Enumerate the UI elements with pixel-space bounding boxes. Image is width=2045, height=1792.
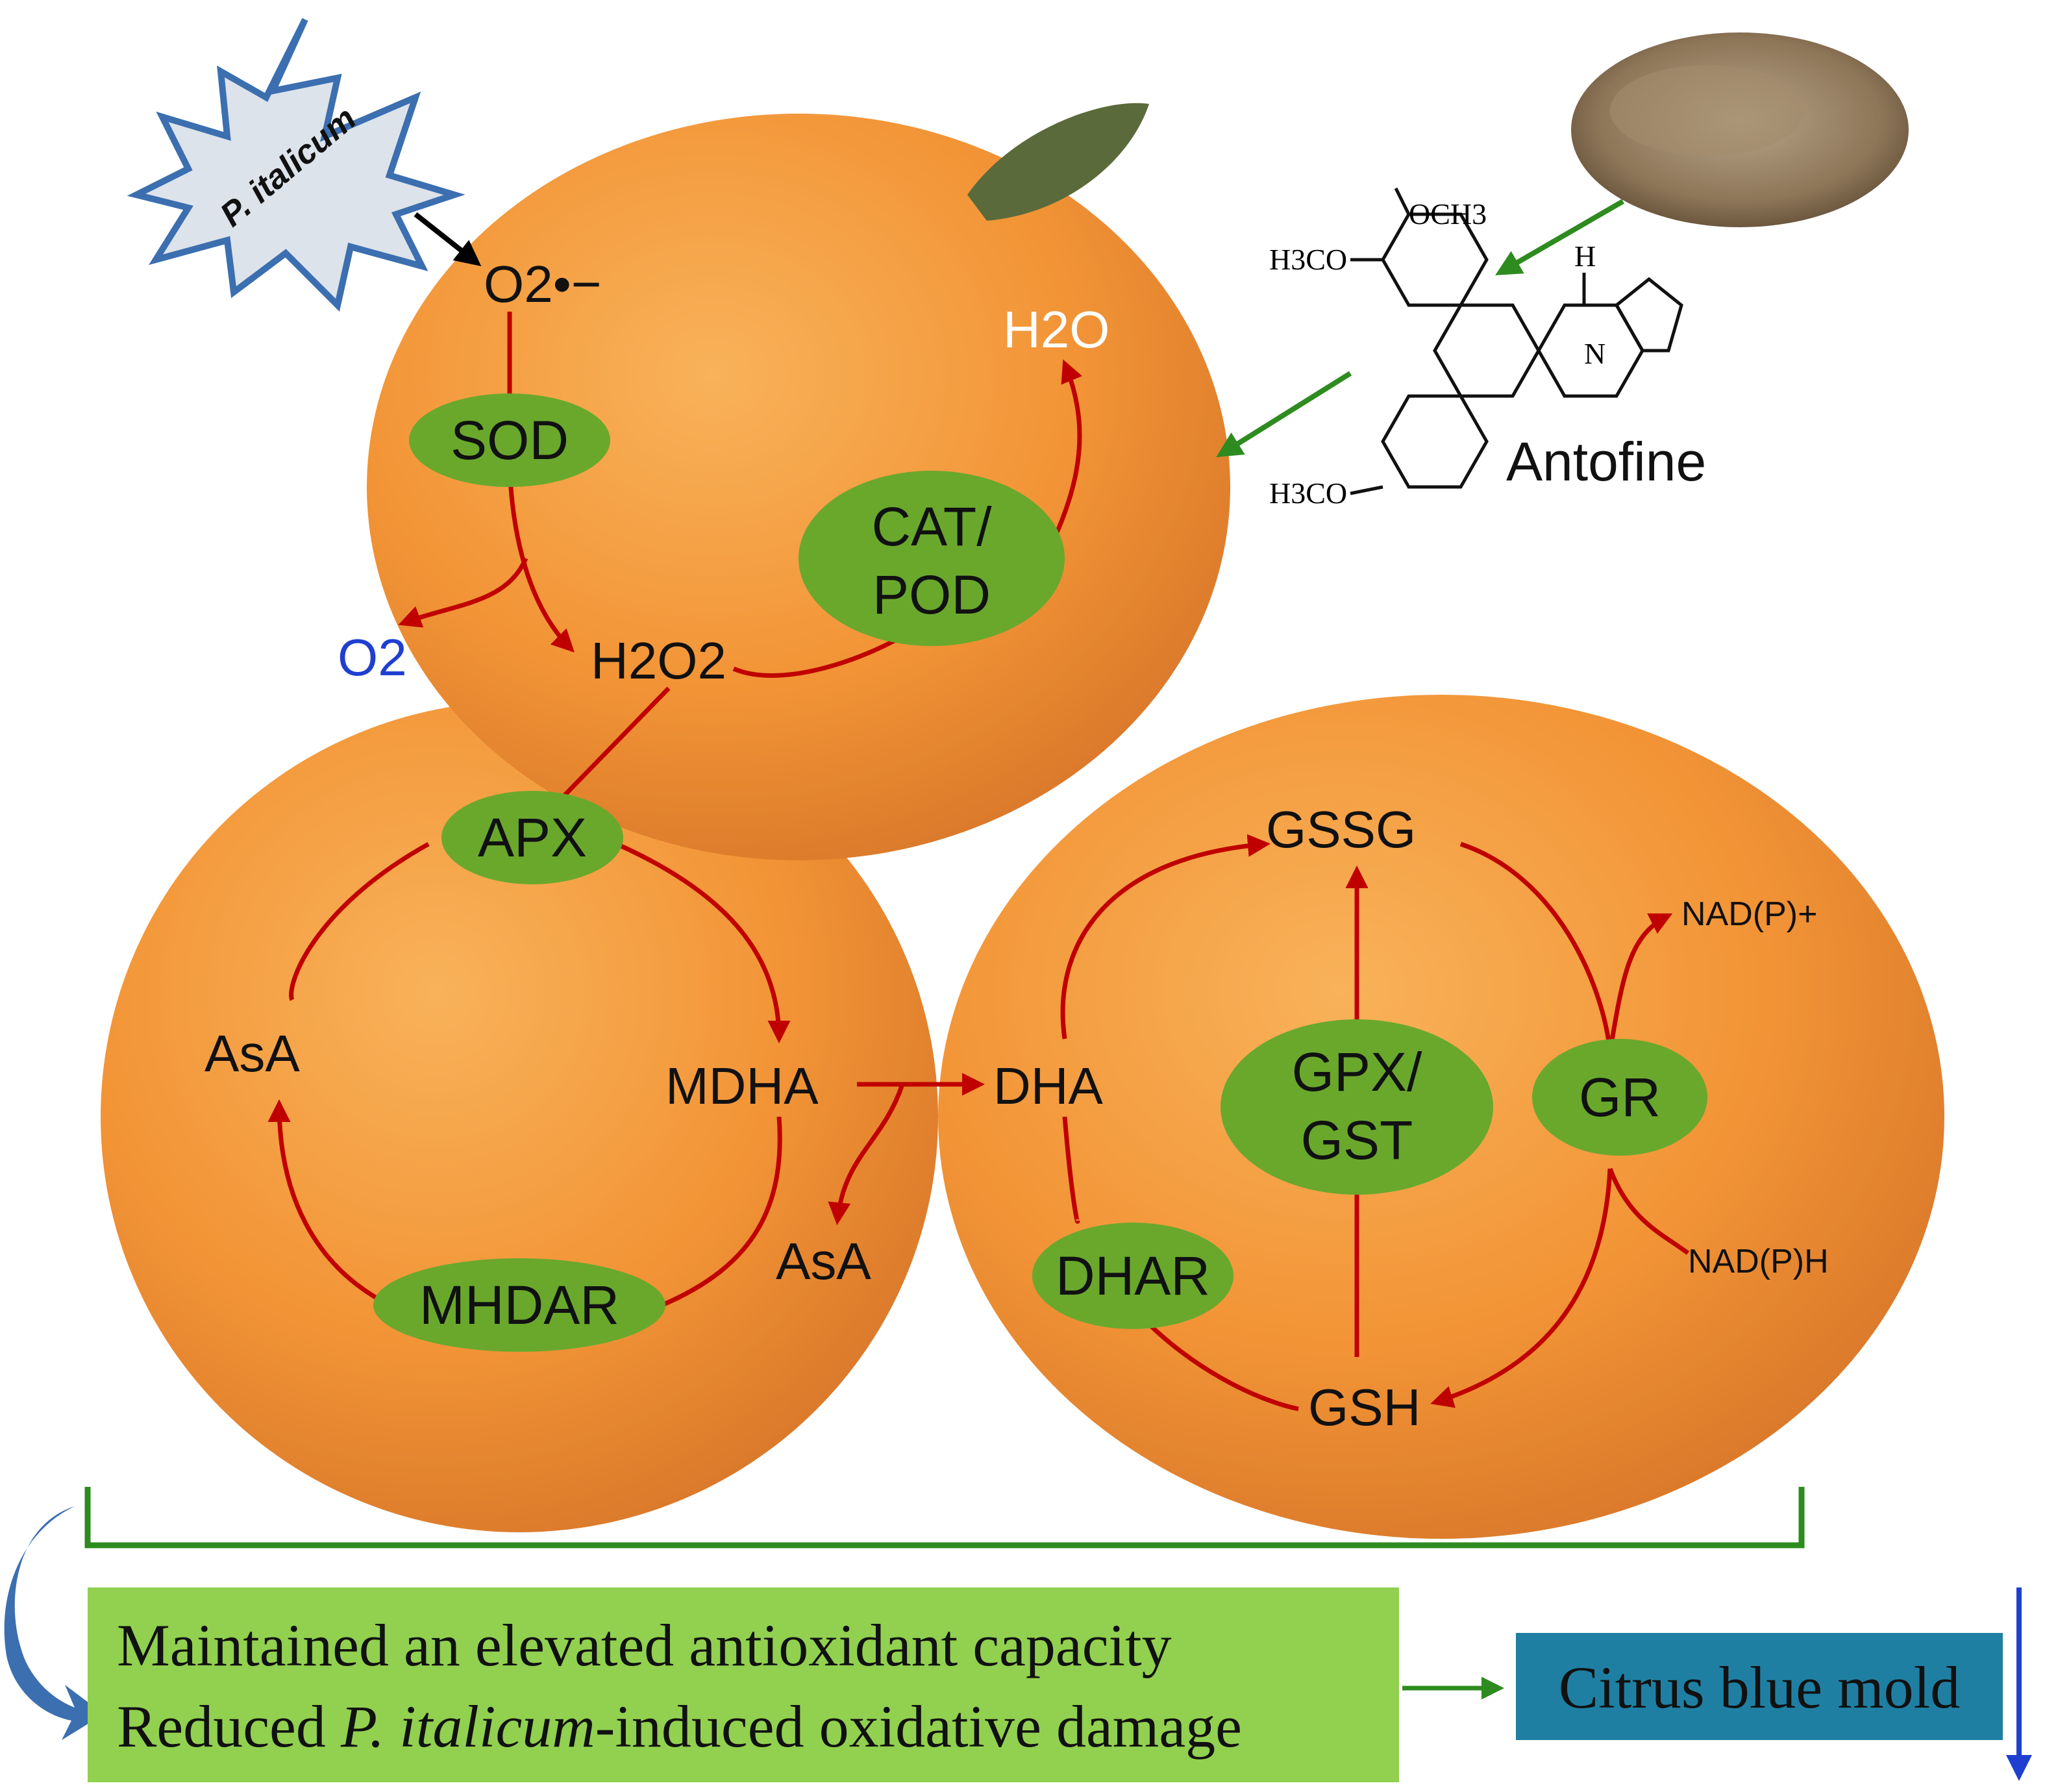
enzyme-sod-label: SOD [451, 410, 569, 471]
species-nadph: NAD(P)H [1688, 1243, 1829, 1280]
species-oxygen: O2 [338, 628, 407, 686]
result-label: Citrus blue mold [1559, 1654, 1960, 1721]
enzyme-apx [441, 791, 623, 884]
antofine-structure [1350, 187, 1683, 495]
green-arrow-antofine [1216, 371, 1352, 458]
enzyme-gr-label: GR [1579, 1067, 1661, 1128]
grouping-bracket [84, 1487, 1805, 1549]
orange-top [367, 114, 1230, 860]
antofine-group-h3co-top: H3CO [1269, 243, 1347, 276]
enzyme-dhar [1032, 1223, 1233, 1329]
species-nadp-plus: NAD(P)+ [1681, 895, 1817, 933]
orange-left [101, 701, 938, 1532]
enzyme-pod-label: POD [873, 564, 991, 625]
ros-pathway-lines [267, 312, 1690, 1412]
curved-arrow-icon [4, 1506, 104, 1740]
outcome-line1: Maintained an elevated antioxidant capac… [117, 1612, 1172, 1678]
enzyme-mhdar [373, 1258, 665, 1352]
species-asa-left: AsA [204, 1025, 300, 1082]
enzyme-gpx-gst [1221, 1019, 1493, 1195]
antofine-group-n: N [1584, 337, 1605, 370]
species-dha: DHA [993, 1057, 1104, 1115]
pathogen-arrow [414, 212, 482, 266]
enzyme-apx-label: APX [478, 807, 587, 868]
species-h2o2: H2O2 [591, 632, 726, 690]
species-gsh: GSH [1308, 1378, 1420, 1436]
enzyme-gr [1532, 1039, 1707, 1156]
enzyme-gpx-label: GPX/ [1292, 1041, 1422, 1102]
outcome-line2-suffix: -induced oxidative damage [595, 1693, 1242, 1760]
species-gssg: GSSG [1266, 801, 1416, 858]
outcome-line2-italic: P. italicum [340, 1693, 595, 1760]
outcome-box [88, 1587, 1399, 1782]
enzyme-sod [409, 393, 610, 487]
outcome-line2-prefix: Reduced [117, 1693, 341, 1760]
species-water: H2O [1003, 301, 1110, 358]
species-mdha: MDHA [665, 1057, 819, 1115]
pathogen-starburst-icon [127, 18, 465, 312]
compound-name: Antofine [1506, 431, 1706, 492]
antofine-group-och3: OCH3 [1409, 197, 1487, 230]
enzyme-mhdar-label: MHDAR [419, 1275, 619, 1336]
result-box [1516, 1633, 2003, 1740]
outcome-line2: Reduced P. italicum-induced oxidative da… [117, 1693, 1242, 1760]
antofine-powder-texture [1610, 65, 1805, 156]
species-superoxide: O2•− [484, 255, 601, 313]
antofine-group-h3co-bottom: H3CO [1269, 477, 1347, 510]
green-arrow-powder [1495, 199, 1625, 276]
enzyme-gst-label: GST [1301, 1110, 1413, 1171]
species-asa-mid: AsA [776, 1232, 871, 1290]
enzyme-dhar-label: DHAR [1056, 1245, 1210, 1306]
antofine-group-h: H [1574, 240, 1596, 273]
enzyme-cat-label: CAT/ [871, 496, 992, 557]
enzyme-cat-pod [799, 471, 1065, 646]
leaf-icon [967, 103, 1149, 221]
